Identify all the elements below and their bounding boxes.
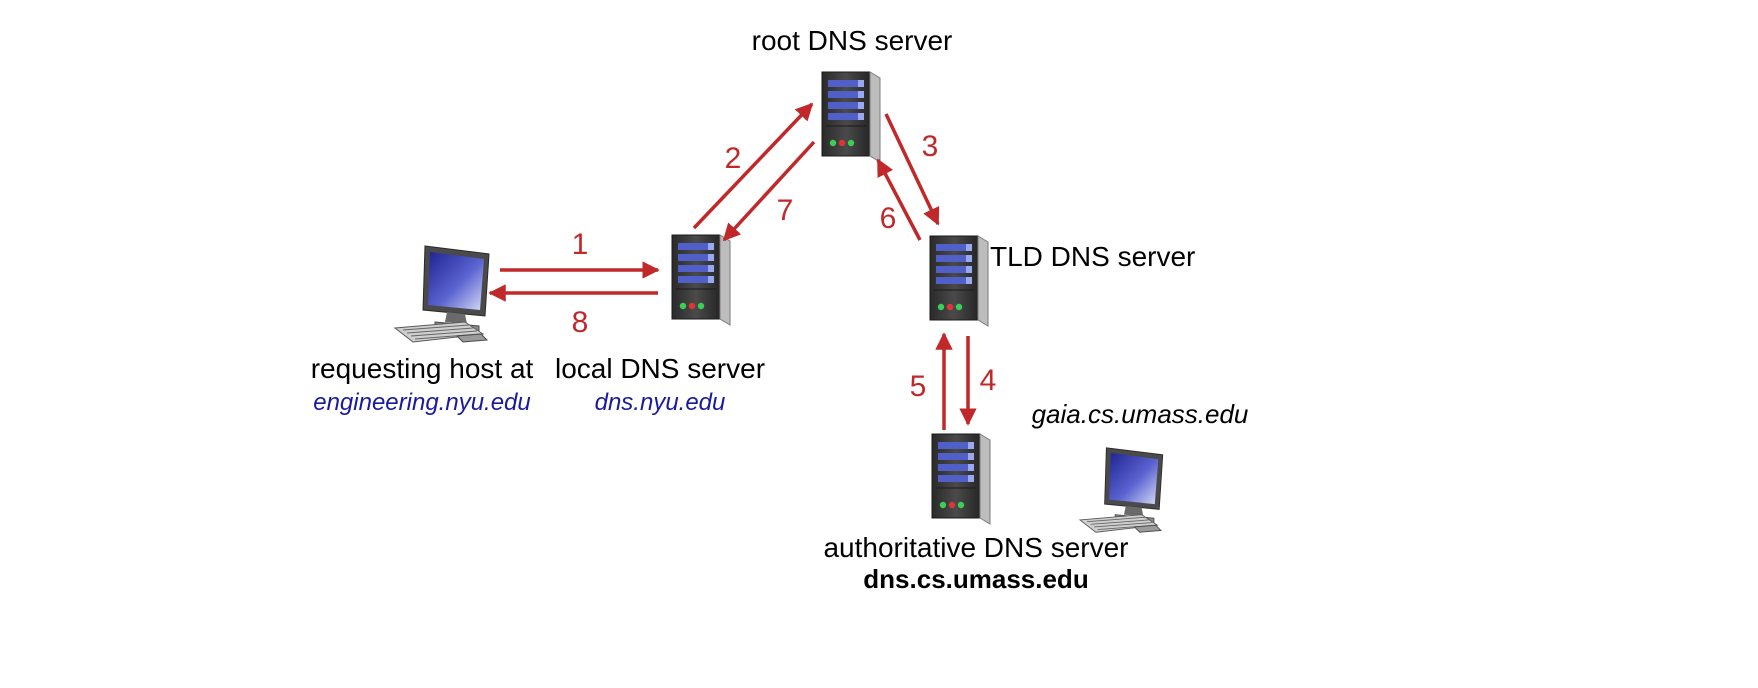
step-number-6: 6 <box>880 202 897 235</box>
arrow-step-7 <box>722 140 816 242</box>
root-dns-label: root DNS server <box>752 25 953 56</box>
authoritative-dns-server-icon <box>931 433 991 525</box>
local-dns-domain: dns.nyu.edu <box>595 389 726 416</box>
step-number-8: 8 <box>572 306 589 339</box>
arrow-step-6 <box>876 158 922 241</box>
step-number-1: 1 <box>572 228 589 261</box>
step-number-3: 3 <box>922 130 939 163</box>
step-number-7: 7 <box>777 194 794 227</box>
target-host-domain: gaia.cs.umass.edu <box>1032 399 1249 429</box>
step-number-2: 2 <box>725 142 742 175</box>
authoritative-dns-label: authoritative DNS server <box>823 532 1128 563</box>
requesting-host-label: requesting host at <box>311 353 534 384</box>
requesting-host-domain: engineering.nyu.edu <box>313 389 531 416</box>
local-dns-label: local DNS server <box>555 353 765 384</box>
arrow-step-3 <box>884 113 940 226</box>
target-host-computer-icon <box>1079 447 1164 533</box>
tld-dns-server-icon <box>929 235 989 327</box>
tld-dns-label: TLD DNS server <box>990 241 1195 272</box>
local-dns-server-icon <box>671 234 731 326</box>
authoritative-dns-domain: dns.cs.umass.edu <box>863 564 1088 594</box>
requesting-host-computer-icon <box>394 245 490 343</box>
step-number-5: 5 <box>910 370 927 403</box>
root-dns-server-icon <box>821 71 881 163</box>
arrow-step-2 <box>692 102 814 230</box>
step-number-4: 4 <box>980 364 997 397</box>
